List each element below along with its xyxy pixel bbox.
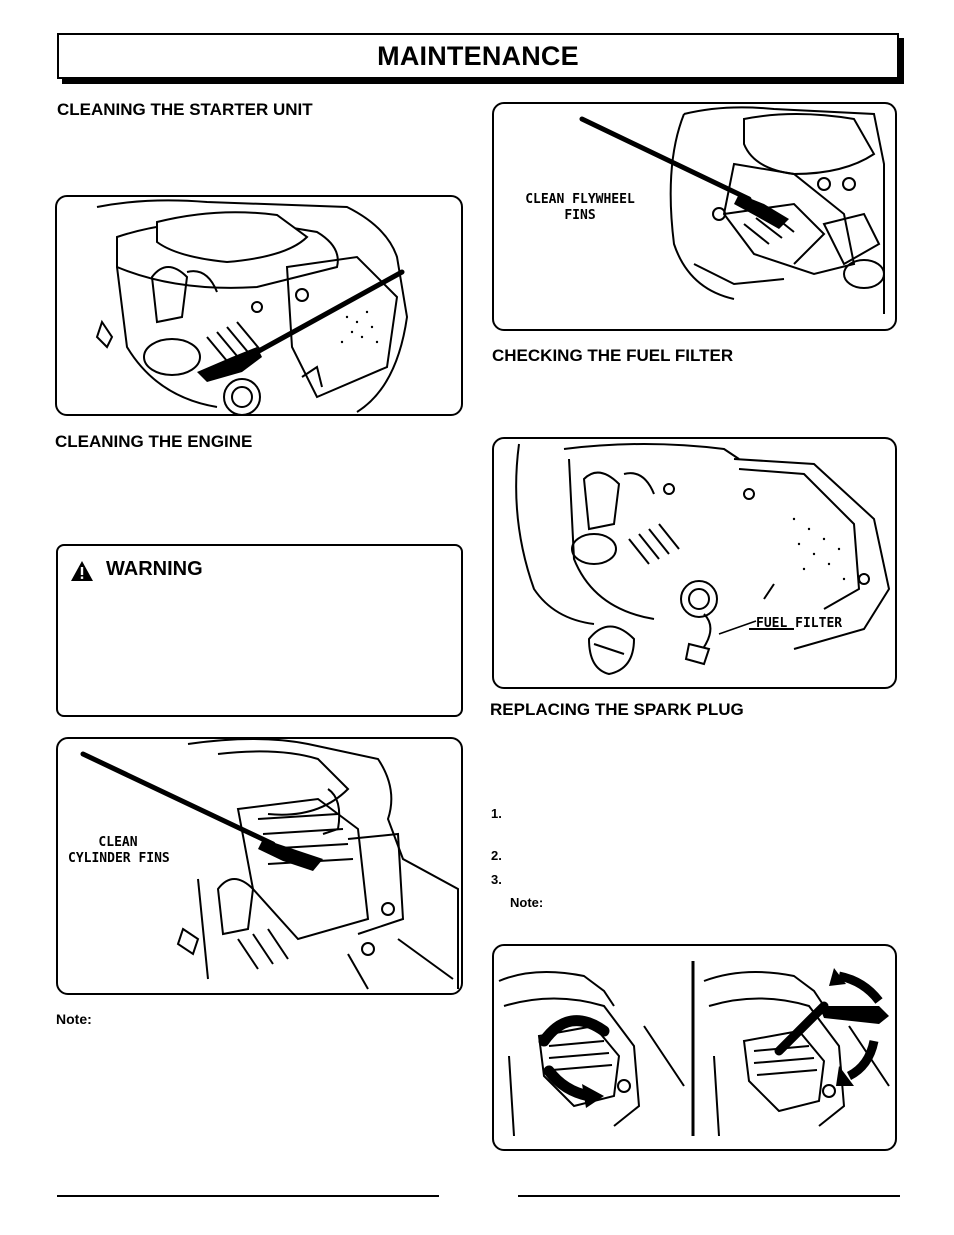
label-fuel-filter: FUEL FILTER [756,616,843,631]
step-1-number: 1. [491,806,502,821]
spark-plug-illustration [498,961,890,1137]
flywheel-fins-illustration [579,106,885,314]
warning-box: WARNING [56,544,463,717]
figure-fuel-filter: FUEL FILTER [492,437,897,689]
figure-cylinder-fins: CLEAN CYLINDER FINS [56,737,463,995]
step-2-number: 2. [491,848,502,863]
note-left: Note: [56,1011,92,1027]
warning-title: WARNING [106,558,203,580]
footer-rule-right [518,1195,900,1197]
label-clean-cylinder-fins: CLEAN CYLINDER FINS [68,835,170,866]
step-3-number: 3. [491,872,502,887]
warning-triangle-icon [70,560,94,582]
label-clean-flywheel-fins: CLEAN FLYWHEEL FINS [525,192,635,223]
figure-spark-plug [492,944,897,1151]
heading-replacing-spark-plug: REPLACING THE SPARK PLUG [490,700,744,719]
page-title: MAINTENANCE [377,41,579,71]
heading-cleaning-engine: CLEANING THE ENGINE [55,432,253,451]
starter-unit-illustration [95,199,409,414]
cylinder-fins-illustration [80,739,459,990]
figure-starter-unit [55,195,463,416]
heading-cleaning-starter: CLEANING THE STARTER UNIT [57,100,313,119]
page-title-box: MAINTENANCE [57,33,899,79]
footer-rule-left [57,1195,439,1197]
note-right: Note: [510,895,544,910]
figure-flywheel-fins: CLEAN FLYWHEEL FINS [492,102,897,331]
fuel-filter-illustration [515,443,891,676]
heading-checking-fuel-filter: CHECKING THE FUEL FILTER [492,346,734,365]
